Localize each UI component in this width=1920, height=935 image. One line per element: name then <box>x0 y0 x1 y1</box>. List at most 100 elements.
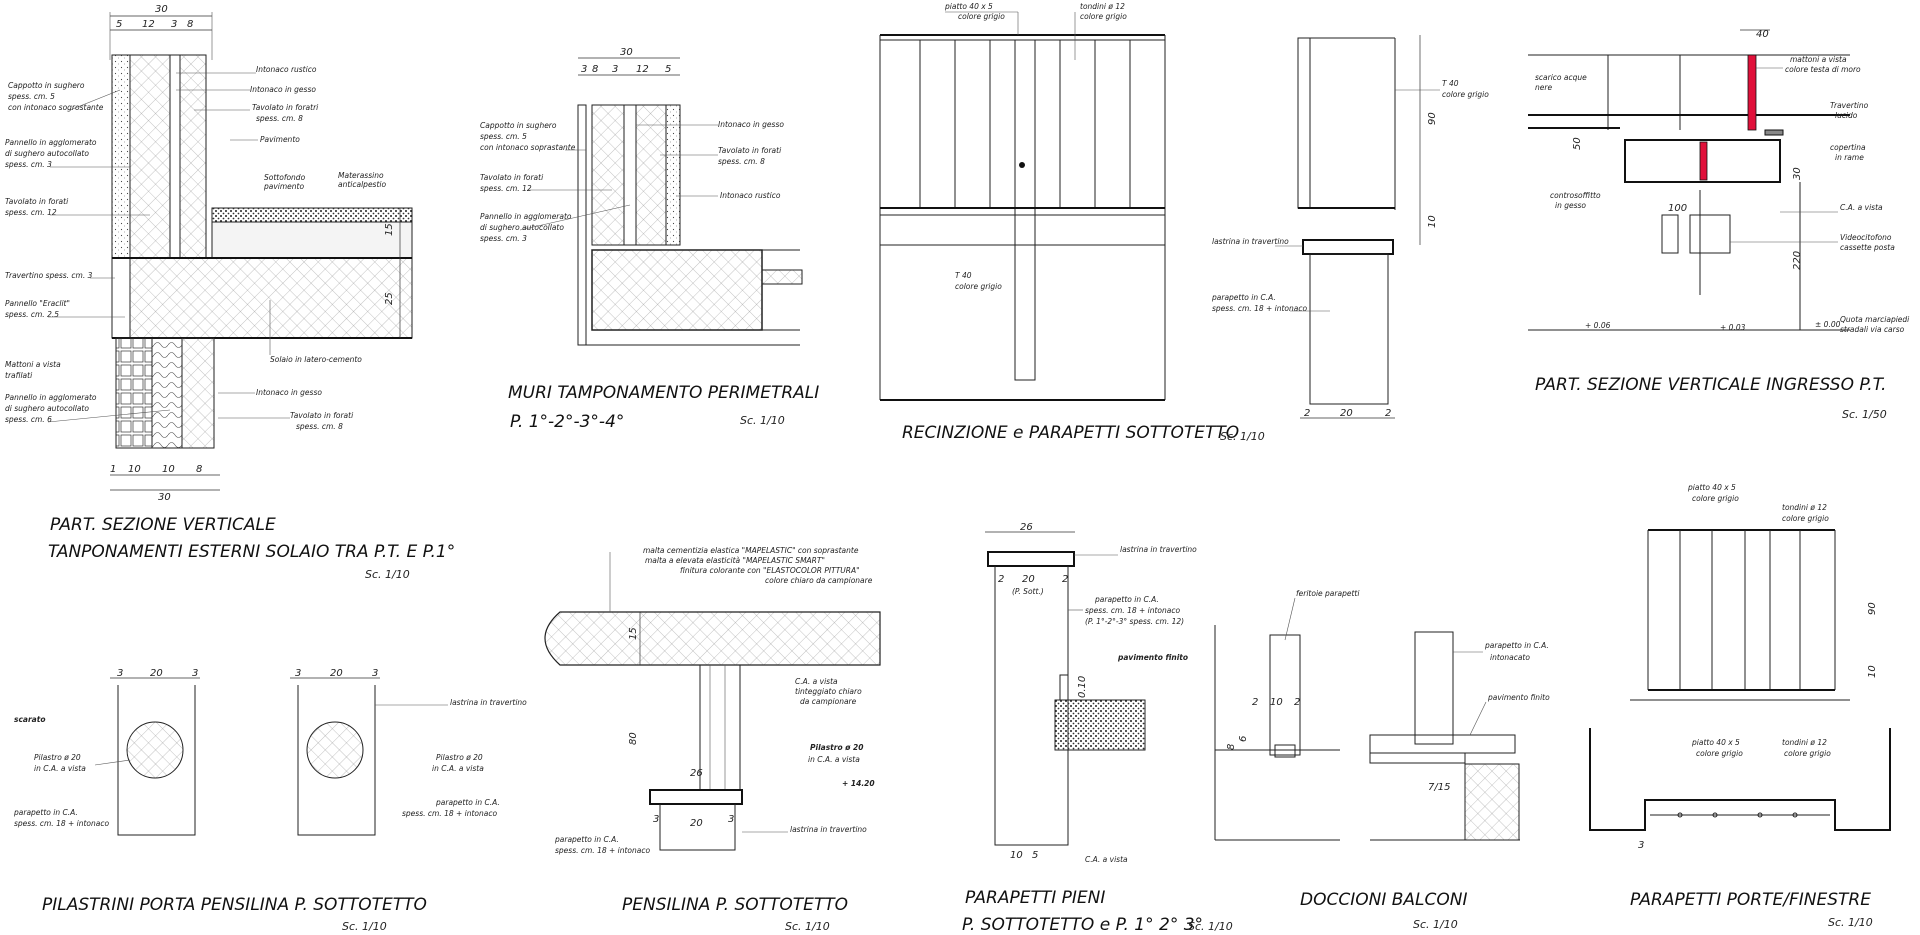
p10-label-tondini-color: colore grigio <box>1782 514 1829 523</box>
p8-dim-5: 5 <box>1032 850 1038 861</box>
p6-dim-3a: 3 <box>117 668 123 679</box>
p2-title-line2: P. 1°-2°-3°-4° <box>510 412 624 432</box>
p8-scale: Sc. 1/10 <box>1188 920 1233 933</box>
p3-label-t40-color: colore grigio <box>955 282 1002 291</box>
p7-dim-3a: 3 <box>653 814 659 825</box>
p3-label-tondini: tondini ø 12 <box>1080 2 1125 11</box>
p1-label-spess8b: spess. cm. 8 <box>296 422 343 431</box>
p5-label-testa: colore testa di moro <box>1785 65 1861 74</box>
p1-label-gesso2: Intonaco in gesso <box>256 388 322 397</box>
p5-label-scarico: scarico acque <box>1535 73 1587 82</box>
p8-dim-psott: (P. Sott.) <box>1012 587 1044 596</box>
p2-label-rustico: Intonaco rustico <box>720 191 781 200</box>
p1-label-spess12: spess. cm. 12 <box>5 208 57 217</box>
panel-6-pillars: 3 20 3 3 20 3 scarato Pilastro ø 20 in C… <box>13 668 527 933</box>
p4-dim-2a: 2 <box>1304 408 1310 419</box>
p8-label-p123: (P. 1°-2°-3° spess. cm. 12) <box>1085 617 1184 626</box>
p1-label-trafilati: trafilati <box>5 371 33 380</box>
p2-label-spess12: spess. cm. 12 <box>480 184 532 193</box>
p5-label-videocitofono: Videocitofono <box>1840 233 1892 242</box>
p4-label-parapetto: parapetto in C.A. <box>1211 293 1276 302</box>
p5-label-mattoni: mattoni a vista <box>1790 55 1847 64</box>
p4-label-color: colore grigio <box>1442 90 1489 99</box>
p2-scale: Sc. 1/10 <box>740 414 785 427</box>
p2-label-spess3: spess. cm. 3 <box>480 234 527 243</box>
panel-5-entrance-section: 40 50 30 100 220 + 0.06 + 0.03 ± 0.00 sc… <box>1528 29 1910 421</box>
p9-label-pavimento: pavimento finito <box>1487 693 1550 702</box>
p6-dim-3c: 3 <box>295 668 301 679</box>
p2-label-gesso: Intonaco in gesso <box>718 120 784 129</box>
p1-dim-12: 12 <box>142 19 155 30</box>
p3-scale: Sc. 1/10 <box>1220 430 1265 443</box>
p1-dim-b8: 8 <box>196 464 202 475</box>
p1-label-pannello: Pannello in agglomerato <box>5 138 97 147</box>
p8-dim-20: 20 <box>1022 574 1035 585</box>
p9-dim-2a: 2 <box>1252 697 1258 708</box>
p1-scale: Sc. 1/10 <box>365 568 410 581</box>
p10-dim-90: 90 <box>1867 602 1878 615</box>
p8-label-pavimento: pavimento finito <box>1117 653 1188 662</box>
p4-label-t40: T 40 <box>1442 79 1459 88</box>
p5-label-ca: C.A. a vista <box>1840 203 1883 212</box>
p1-label-forati2: Tavolato in forati <box>290 411 354 420</box>
panel-1-wall-section: 30 5 12 3 8 15 25 1 10 10 8 30 <box>5 4 455 581</box>
p5-level-006: + 0.06 <box>1585 321 1611 330</box>
p8-dim-10: 10 <box>1010 850 1023 861</box>
p4-dim-90: 90 <box>1427 112 1438 125</box>
p2-dim-8: 8 <box>592 64 598 75</box>
p2-label-sughero: di sughero autocollato <box>480 223 564 232</box>
panel-10-window-parapets: 90 10 piatto 40 x 5 colore grigio tondin… <box>1589 483 1891 929</box>
p4-dim-20: 20 <box>1340 408 1353 419</box>
p3-title: RECINZIONE e PARAPETTI SOTTOTETTO <box>902 423 1239 443</box>
p6-label-parapetto: parapetto in C.A. <box>13 808 78 817</box>
p1-label-intonaco-gesso: Intonaco in gesso <box>250 85 316 94</box>
p6-label-parapetto2: parapetto in C.A. <box>435 798 500 807</box>
p1-dim-25: 25 <box>384 292 395 305</box>
p2-dim-3a: 3 <box>581 64 587 75</box>
p1-dim-b30: 30 <box>158 492 171 503</box>
p6-label-pilastro2: Pilastro ø 20 <box>436 753 483 762</box>
p7-dim-20: 20 <box>690 818 703 829</box>
p9-dim-6: 6 <box>1238 736 1249 742</box>
p1-title-line2: TANPONAMENTI ESTERNI SOLAIO TRA P.T. E P… <box>48 542 455 562</box>
p10-label-tondini2: tondini ø 12 <box>1782 738 1827 747</box>
p5-label-cassette: cassette posta <box>1840 243 1895 252</box>
p7-label-colore: colore chiaro da campionare <box>765 576 873 585</box>
p10-scale: Sc. 1/10 <box>1828 916 1873 929</box>
p8-label-lastrina: lastrina in travertino <box>1120 545 1197 554</box>
p7-dim-15: 15 <box>628 627 639 640</box>
p3-label-t40: T 40 <box>955 271 972 280</box>
p10-label-piatto: piatto 40 x 5 <box>1687 483 1736 492</box>
p10-label-piatto2-color: colore grigio <box>1696 749 1743 758</box>
p5-scale: Sc. 1/50 <box>1842 408 1887 421</box>
p2-title-line1: MURI TAMPONAMENTO PERIMETRALI <box>508 383 819 403</box>
p5-label-nere: nere <box>1535 83 1552 92</box>
p1-dim-30: 30 <box>155 4 168 15</box>
p1-label-anticalpestio: anticalpestio <box>338 180 386 189</box>
p1-label-tavolato-forati: Tavolato in forati <box>5 197 69 206</box>
p6-scale: Sc. 1/10 <box>342 920 387 933</box>
p1-label-pavimento: Pavimento <box>260 135 300 144</box>
p7-label-parapetto: parapetto in C.A. <box>554 835 619 844</box>
p6-label-spess2: spess. cm. 18 + intonaco <box>402 809 497 818</box>
p1-label-materassino: Materassino <box>338 171 384 180</box>
p7-label-ca: C.A. a vista <box>795 677 838 686</box>
p9-dim-10: 10 <box>1270 697 1283 708</box>
p5-label-travertino: Travertino <box>1830 101 1869 110</box>
p1-label-tavolato: Tavolato in foratri <box>252 103 319 112</box>
p7-label-pilastro: Pilastro ø 20 <box>810 743 863 752</box>
p7-label-finitura: finitura colorante con "ELASTOCOLOR PITT… <box>680 566 860 575</box>
p5-label-stradali: stradali via carso <box>1840 325 1905 334</box>
p10-label-piatto2: piatto 40 x 5 <box>1691 738 1740 747</box>
p6-label-spess: spess. cm. 18 + intonaco <box>14 819 109 828</box>
p10-label-tondini2-color: colore grigio <box>1784 749 1831 758</box>
panel-7-canopy: 15 80 26 3 20 3 malta cementizia elastic… <box>544 546 881 933</box>
p7-label-1420: + 14.20 <box>842 779 875 788</box>
panel-4-parapet-section: 90 10 T 40 colore grigio lastrina in tra… <box>1211 35 1489 419</box>
p6-dim-3b: 3 <box>192 668 198 679</box>
p5-label-rame: in rame <box>1835 153 1864 162</box>
p7-label-mapelastic: malta a elevata elasticità "MAPELASTIC S… <box>645 556 825 565</box>
p1-dim-b1: 1 <box>110 464 116 475</box>
p5-label-gesso: in gesso <box>1555 201 1586 210</box>
p2-dim-30: 30 <box>620 47 633 58</box>
